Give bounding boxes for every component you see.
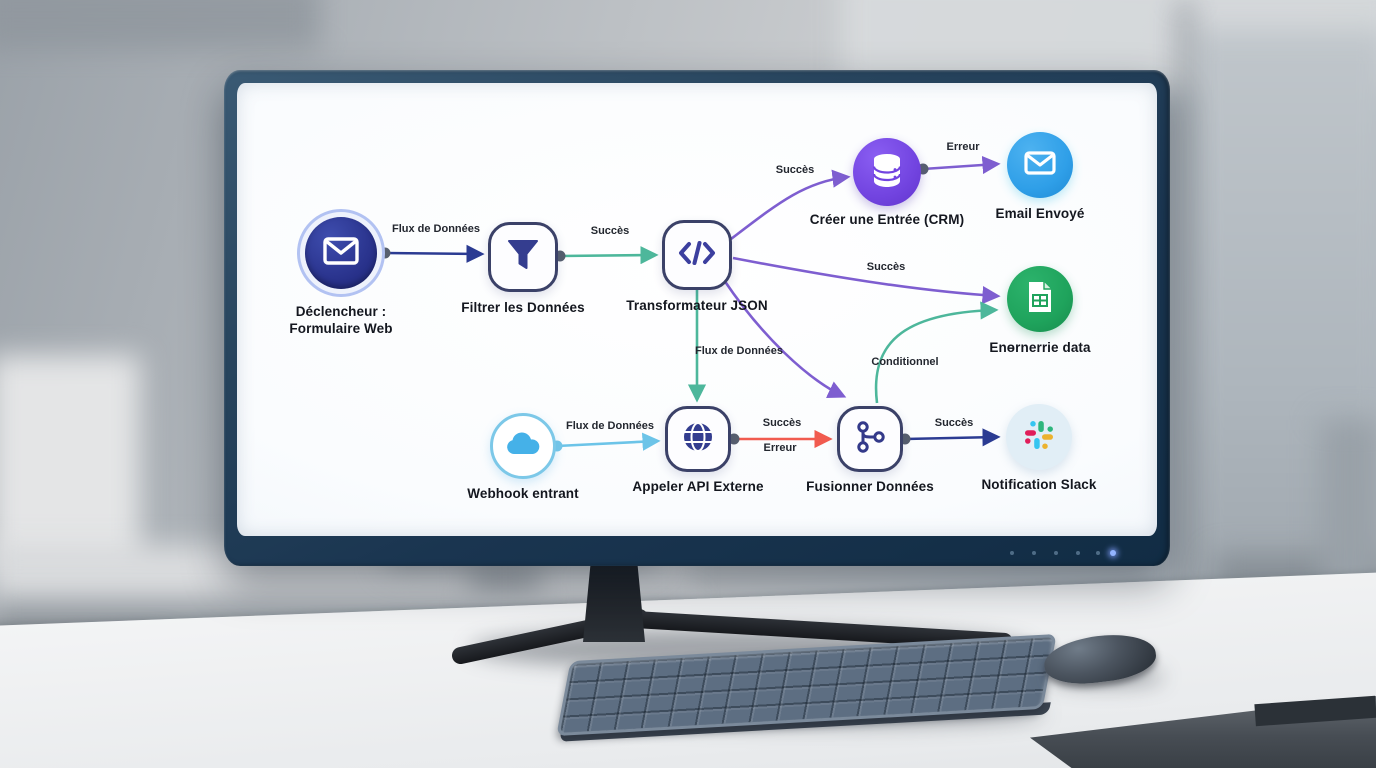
globe-icon [682,421,714,458]
osd-button[interactable] [1054,551,1058,555]
node-merge-data[interactable] [837,406,903,472]
node-label-call-external-api: Appeler API Externe [632,479,764,494]
edge-crm-email [922,155,1001,175]
edge-merge-slack [904,428,1001,447]
funnel-icon [506,239,540,276]
node-label-merge-data: Fusionner Données [806,479,934,494]
database-icon [870,152,904,193]
workflow-edges [379,155,1001,452]
edge-label: Succès [775,164,815,176]
node-label-incoming-webhook: Webhook entrant [467,486,579,501]
edge-transformer-merge [722,279,847,399]
edge-label: Conditionnel [871,356,939,368]
edge-label: Flux de Données [391,223,481,235]
node-incoming-webhook[interactable] [490,413,556,479]
node-label-web-form-trigger: Déclencheur : Formulaire Web [289,304,393,336]
spreadsheet-icon [1026,280,1054,319]
node-json-transformer[interactable] [662,220,732,290]
edge-transformer-sheets [732,256,1001,305]
osd-button[interactable] [1096,551,1100,555]
node-label-slack-notification: Notification Slack [981,477,1097,492]
edge-trigger-filter [384,244,485,263]
node-filter-data[interactable] [488,222,558,292]
node-label-email-sent: Email Envoyé [995,206,1085,221]
node-label-json-transformer: Transformateur JSON [626,298,768,313]
edge-label: Succès [866,261,906,273]
slack-icon [1023,419,1055,456]
monitor-stand-neck [583,552,645,642]
background-wall [0,0,320,50]
background-wall-panel [0,355,140,570]
connector-dot[interactable] [728,433,740,445]
edge-label: Succès [762,417,802,429]
workflow-canvas[interactable]: Flux de Données Succès Succès Erreur Suc… [237,83,1157,536]
cloud-icon [505,431,541,461]
osd-button[interactable] [1010,551,1014,555]
node-web-form-trigger[interactable] [297,209,385,297]
edge-merge-sheets [874,301,999,404]
node-call-external-api[interactable] [665,406,731,472]
node-sheets-data[interactable] [1007,266,1073,332]
edge-label: Erreur [946,141,980,153]
edge-transformer-crm [730,169,851,241]
envelope-icon [1024,150,1056,180]
power-led [1110,550,1116,556]
node-label-filter-data: Filtrer les Données [461,300,585,315]
merge-icon [854,420,886,459]
monitor-screen: Flux de Données Succès Succès Erreur Suc… [237,83,1157,536]
edge-webhook-api [556,432,661,451]
edge-label: Succès [590,225,630,237]
node-create-crm-entry[interactable] [853,138,921,206]
node-slack-notification[interactable] [1006,404,1072,470]
code-icon [678,239,716,272]
node-email-sent[interactable] [1007,132,1073,198]
node-label-create-crm-entry: Créer une Entrée (CRM) [809,212,965,227]
osd-button[interactable] [1032,551,1036,555]
edge-label: Erreur [763,442,797,454]
glass-divider [1180,0,1190,700]
trigger-core [305,217,377,289]
edge-label: Succès [934,417,974,429]
node-label-sheets-data: Enɵrnerrie data [989,340,1091,355]
edge-label: Flux de Données [565,420,655,432]
osd-button[interactable] [1076,551,1080,555]
edge-filter-transformer [559,246,659,265]
monitor: Flux de Données Succès Succès Erreur Suc… [224,70,1170,566]
envelope-icon [323,236,359,270]
edge-label: Flux de Données [694,345,784,357]
